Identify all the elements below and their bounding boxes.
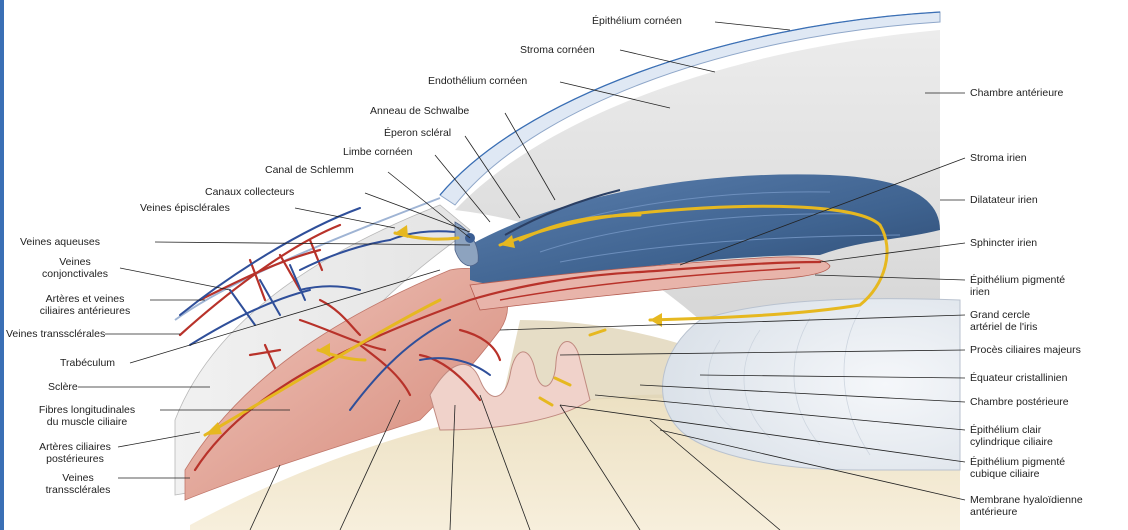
label-anterior-ciliary-vessels: Artères et veines ciliaires antérieures bbox=[20, 293, 150, 317]
label-conjunctival-veins: Veines conjonctivales bbox=[30, 256, 120, 280]
label-clear-ciliary-epithelium: Épithélium clair cylindrique ciliaire bbox=[970, 424, 1053, 448]
label-corneal-stroma: Stroma cornéen bbox=[520, 44, 595, 56]
label-major-arterial-circle: Grand cercle artériel de l'iris bbox=[970, 309, 1037, 333]
label-lens-equator: Équateur cristallinien bbox=[970, 372, 1067, 384]
label-scleral-spur: Éperon scléral bbox=[384, 127, 451, 139]
label-limbus: Limbe cornéen bbox=[343, 146, 412, 158]
label-corneal-endothelium: Endothélium cornéen bbox=[428, 75, 527, 87]
label-iris-pigment-epithelium: Épithélium pigmenté irien bbox=[970, 274, 1065, 298]
label-episcleral-veins: Veines épisclérales bbox=[140, 202, 230, 214]
label-schlemm-canal: Canal de Schlemm bbox=[265, 164, 354, 176]
label-ciliary-muscle-fibers: Fibres longitudinales du muscle ciliaire bbox=[14, 404, 160, 428]
label-schwalbe-ring: Anneau de Schwalbe bbox=[370, 105, 469, 117]
label-aqueous-veins: Veines aqueuses bbox=[20, 236, 100, 248]
label-transscleral-veins-bottom: Veines transsclérales bbox=[38, 472, 118, 496]
label-corneal-epithelium: Épithélium cornéen bbox=[592, 15, 682, 27]
label-iris-stroma: Stroma irien bbox=[970, 152, 1027, 164]
label-iris-dilator: Dilatateur irien bbox=[970, 194, 1038, 206]
label-posterior-chamber: Chambre postérieure bbox=[970, 396, 1069, 408]
label-posterior-ciliary-arteries: Artères ciliaires postérieures bbox=[20, 441, 130, 465]
label-trabeculum: Trabéculum bbox=[60, 357, 115, 369]
label-major-ciliary-processes: Procès ciliaires majeurs bbox=[970, 344, 1081, 356]
label-iris-sphincter: Sphincter irien bbox=[970, 237, 1037, 249]
label-sclera: Sclère bbox=[48, 381, 78, 393]
label-transscleral-veins-top: Veines transsclérales bbox=[6, 328, 105, 340]
label-anterior-hyaloid-membrane: Membrane hyaloïdienne antérieure bbox=[970, 494, 1083, 518]
label-collector-channels: Canaux collecteurs bbox=[205, 186, 294, 198]
label-pigmented-ciliary-epithelium: Épithélium pigmenté cubique ciliaire bbox=[970, 456, 1065, 480]
lens bbox=[663, 299, 960, 470]
label-anterior-chamber: Chambre antérieure bbox=[970, 87, 1063, 99]
